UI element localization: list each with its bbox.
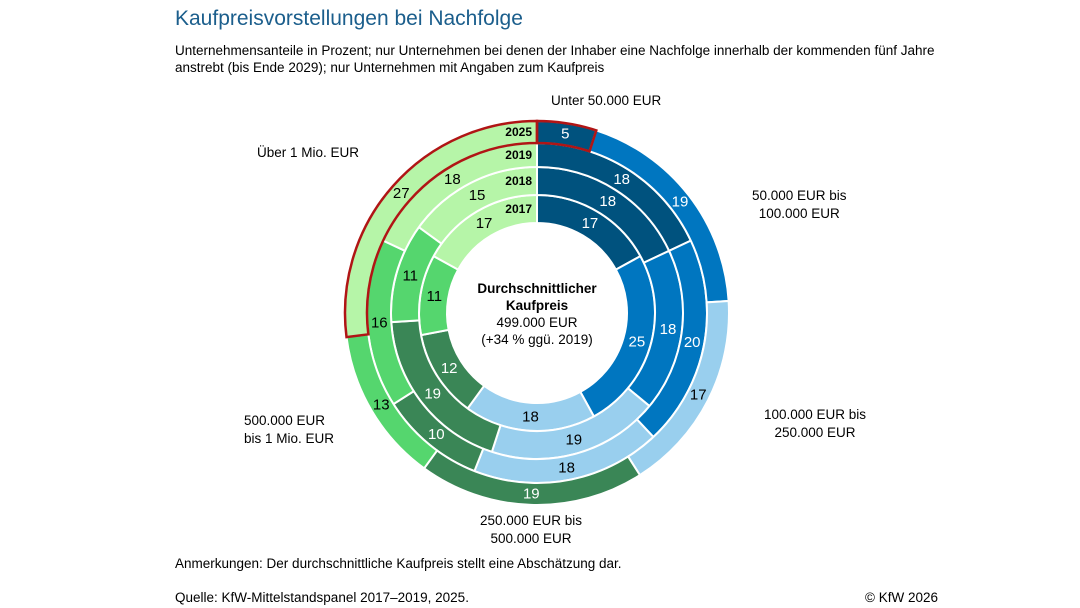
- value-label-2017-100-000-eur-bis-250-000-eur: 18: [522, 408, 539, 425]
- ring-label-2019: 2019: [505, 148, 532, 162]
- value-label-2019-50-000-eur-bis-100-000-eur: 20: [684, 334, 701, 351]
- category-label-under-50k: Unter 50.000 EUR: [551, 93, 662, 108]
- value-label-2025-50-000-eur-bis-100-000-eur: 19: [672, 194, 689, 211]
- category-label-over-1m: Über 1 Mio. EUR: [257, 145, 360, 160]
- value-label-2025-ber-1-mio-eur: 27: [393, 185, 410, 202]
- value-label-2018-unter-50-000-eur: 18: [599, 193, 616, 210]
- value-label-2017-unter-50-000-eur: 17: [582, 215, 599, 232]
- highlight-outline-2025-unter-50-000-eur: [535, 119, 598, 153]
- value-label-2017-250-000-eur-bis-500-000-eur: 12: [441, 360, 458, 377]
- value-label-2017-ber-1-mio-eur: 17: [476, 215, 493, 232]
- value-label-2018-ber-1-mio-eur: 15: [469, 187, 486, 204]
- copyright: © KfW 2026: [865, 590, 938, 605]
- value-label-2018-250-000-eur-bis-500-000-eur: 19: [424, 385, 441, 402]
- ring-label-2017: 2017: [505, 202, 532, 216]
- value-label-2025-500-000-eur-bis-1-mio-eur: 13: [373, 397, 390, 414]
- center-line4: (+34 % ggü. 2019): [481, 332, 593, 347]
- value-label-2025-unter-50-000-eur: 5: [561, 126, 569, 143]
- center-line2: Kaufpreis: [505, 298, 569, 313]
- value-label-2019-100-000-eur-bis-250-000-eur: 18: [558, 460, 575, 477]
- value-label-2025-250-000-eur-bis-500-000-eur: 19: [523, 485, 540, 502]
- value-label-2017-500-000-eur-bis-1-mio-eur: 11: [426, 288, 442, 305]
- chart-note: Anmerkungen: Der durchschnittliche Kaufp…: [175, 556, 622, 571]
- value-label-2019-unter-50-000-eur: 18: [613, 171, 630, 188]
- value-label-2019-ber-1-mio-eur: 18: [444, 171, 461, 188]
- value-label-2019-250-000-eur-bis-500-000-eur: 10: [428, 426, 445, 443]
- value-label-2017-50-000-eur-bis-100-000-eur: 25: [629, 334, 646, 351]
- ring-label-2018: 2018: [505, 174, 532, 188]
- chart-source: Quelle: KfW-Mittelstandspanel 2017–2019,…: [175, 590, 469, 605]
- value-label-2018-500-000-eur-bis-1-mio-eur: 11: [402, 268, 418, 285]
- value-label-2018-50-000-eur-bis-100-000-eur: 18: [660, 321, 677, 338]
- chart-title: Kaufpreisvorstellungen bei Nachfolge: [175, 7, 523, 30]
- center-summary: Durchschnittlicher Kaufpreis 499.000 EUR…: [437, 280, 637, 348]
- value-label-2018-100-000-eur-bis-250-000-eur: 19: [565, 431, 582, 448]
- ring-label-2025: 2025: [505, 125, 532, 139]
- value-label-2019-500-000-eur-bis-1-mio-eur: 16: [371, 314, 388, 331]
- value-label-2025-100-000-eur-bis-250-000-eur: 17: [690, 387, 707, 404]
- chart-subtitle: Unternehmensanteile in Prozent; nur Unte…: [175, 43, 935, 75]
- center-line3: 499.000 EUR: [496, 315, 578, 330]
- center-line1: Durchschnittlicher: [477, 281, 597, 296]
